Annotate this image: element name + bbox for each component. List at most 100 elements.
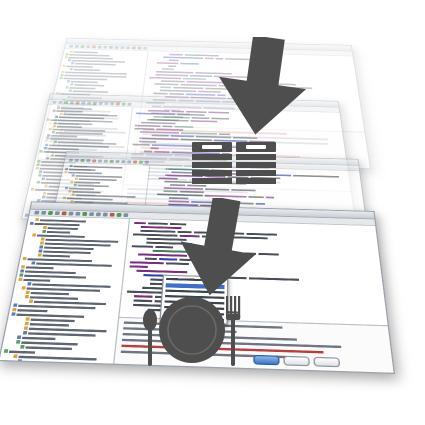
code-token (139, 137, 179, 141)
toolbar-icon[interactable] (103, 159, 109, 163)
code-token (180, 83, 217, 87)
toolbar-icon[interactable] (82, 212, 88, 216)
toolbar-icon[interactable] (103, 45, 108, 49)
toolbar-icon[interactable] (109, 212, 115, 217)
toolbar-icon[interactable] (104, 102, 109, 106)
toolbar-icon[interactable] (108, 45, 114, 49)
toolbar-icon[interactable] (95, 212, 101, 217)
code-token (158, 177, 178, 180)
tree-item-icon (17, 359, 22, 364)
code-token (173, 86, 204, 90)
project-tree[interactable] (0, 216, 131, 365)
toolbar-icon[interactable] (75, 101, 80, 105)
tree-item-icon (64, 186, 69, 190)
toolbar-icon[interactable] (75, 211, 81, 216)
toolbar-icon[interactable] (80, 158, 85, 163)
toolbar-icon[interactable] (120, 46, 125, 50)
toolbar-icon[interactable] (74, 158, 79, 162)
code-token (155, 74, 189, 77)
code-token (139, 131, 180, 134)
tree-item-label (22, 360, 76, 365)
toolbar-icon[interactable] (47, 211, 54, 215)
toolbar-icon[interactable] (86, 45, 91, 49)
code-token (130, 261, 164, 265)
code-token (140, 225, 182, 230)
code-token (184, 54, 219, 57)
toolbar-icon[interactable] (41, 210, 47, 215)
tree-item-icon (20, 344, 25, 349)
toolbar-icon[interactable] (102, 212, 108, 217)
toolbar-icon[interactable] (58, 100, 63, 104)
tree-item-label (30, 317, 75, 322)
toolbar-icon[interactable] (137, 46, 142, 50)
toolbar-icon[interactable] (143, 46, 148, 50)
tree-item-label (25, 345, 73, 350)
toolbar-icon[interactable] (52, 100, 57, 104)
primary-button[interactable] (253, 354, 280, 366)
toolbar-icon[interactable] (63, 101, 69, 105)
toolbar-icon[interactable] (127, 102, 132, 106)
toolbar-icon[interactable] (54, 211, 60, 216)
toolbar-icon[interactable] (91, 159, 97, 163)
toolbar-icon[interactable] (98, 101, 103, 105)
tree-item-label (22, 336, 56, 340)
code-token (153, 92, 168, 95)
toolbar-icon[interactable] (80, 45, 85, 49)
toolbar-icon[interactable] (34, 210, 40, 215)
toolbar-icon[interactable] (125, 46, 131, 50)
toolbar-icon[interactable] (123, 213, 129, 218)
toolbar-icon[interactable] (144, 160, 149, 164)
tree-item-icon (25, 290, 30, 295)
toolbar-icon[interactable] (61, 211, 67, 216)
toolbar-icon[interactable] (97, 159, 103, 163)
secondary-button[interactable] (283, 355, 310, 367)
code-token (159, 89, 197, 93)
tree-item-icon (39, 245, 44, 249)
tree-item-icon (71, 174, 75, 177)
tree-item-label (23, 278, 51, 282)
code-token (169, 53, 183, 56)
toolbar-icon[interactable] (81, 101, 86, 105)
toolbar-icon[interactable] (97, 45, 102, 49)
toolbar-icon[interactable] (127, 160, 132, 164)
tree-item-label (30, 291, 70, 295)
toolbar-icon[interactable] (115, 159, 120, 164)
toolbar-icon[interactable] (91, 45, 97, 49)
tree-item-icon (21, 286, 26, 290)
toolbar-icon[interactable] (121, 160, 126, 164)
toolbar-icon[interactable] (89, 212, 95, 217)
code-token (163, 190, 178, 193)
tree-item-label (47, 226, 78, 230)
toolbar-icon[interactable] (110, 102, 115, 106)
tree-item-icon (74, 177, 79, 180)
toolbar-icon[interactable] (131, 46, 136, 50)
toolbar-icon[interactable] (92, 101, 98, 105)
toolbar-icon[interactable] (138, 160, 144, 164)
tree-item-icon (27, 282, 32, 286)
toolbar-icon[interactable] (68, 158, 74, 162)
code-token (155, 71, 194, 74)
code-token (191, 117, 210, 120)
toolbar-icon[interactable] (86, 101, 92, 105)
cancel-button[interactable] (313, 356, 341, 368)
toolbar-icon[interactable] (132, 160, 138, 164)
toolbar-icon[interactable] (109, 159, 114, 163)
toolbar-icon[interactable] (114, 46, 119, 49)
toolbar-icon[interactable] (115, 102, 121, 106)
toolbar-icon[interactable] (68, 44, 74, 48)
toolbar-icon[interactable] (116, 213, 122, 217)
tree-item-icon (42, 226, 47, 230)
tree-item-label (29, 322, 70, 327)
toolbar-icon[interactable] (68, 211, 74, 216)
toolbar-icon[interactable] (69, 101, 75, 105)
code-token (177, 113, 205, 116)
toolbar-icon[interactable] (86, 159, 91, 163)
code-token (131, 245, 154, 248)
code-token (170, 184, 186, 187)
tree-item-icon (52, 124, 57, 128)
tree-item-icon (40, 237, 45, 241)
toolbar-icon[interactable] (74, 44, 80, 48)
code-token (182, 77, 206, 80)
toolbar-icon[interactable] (121, 102, 126, 106)
